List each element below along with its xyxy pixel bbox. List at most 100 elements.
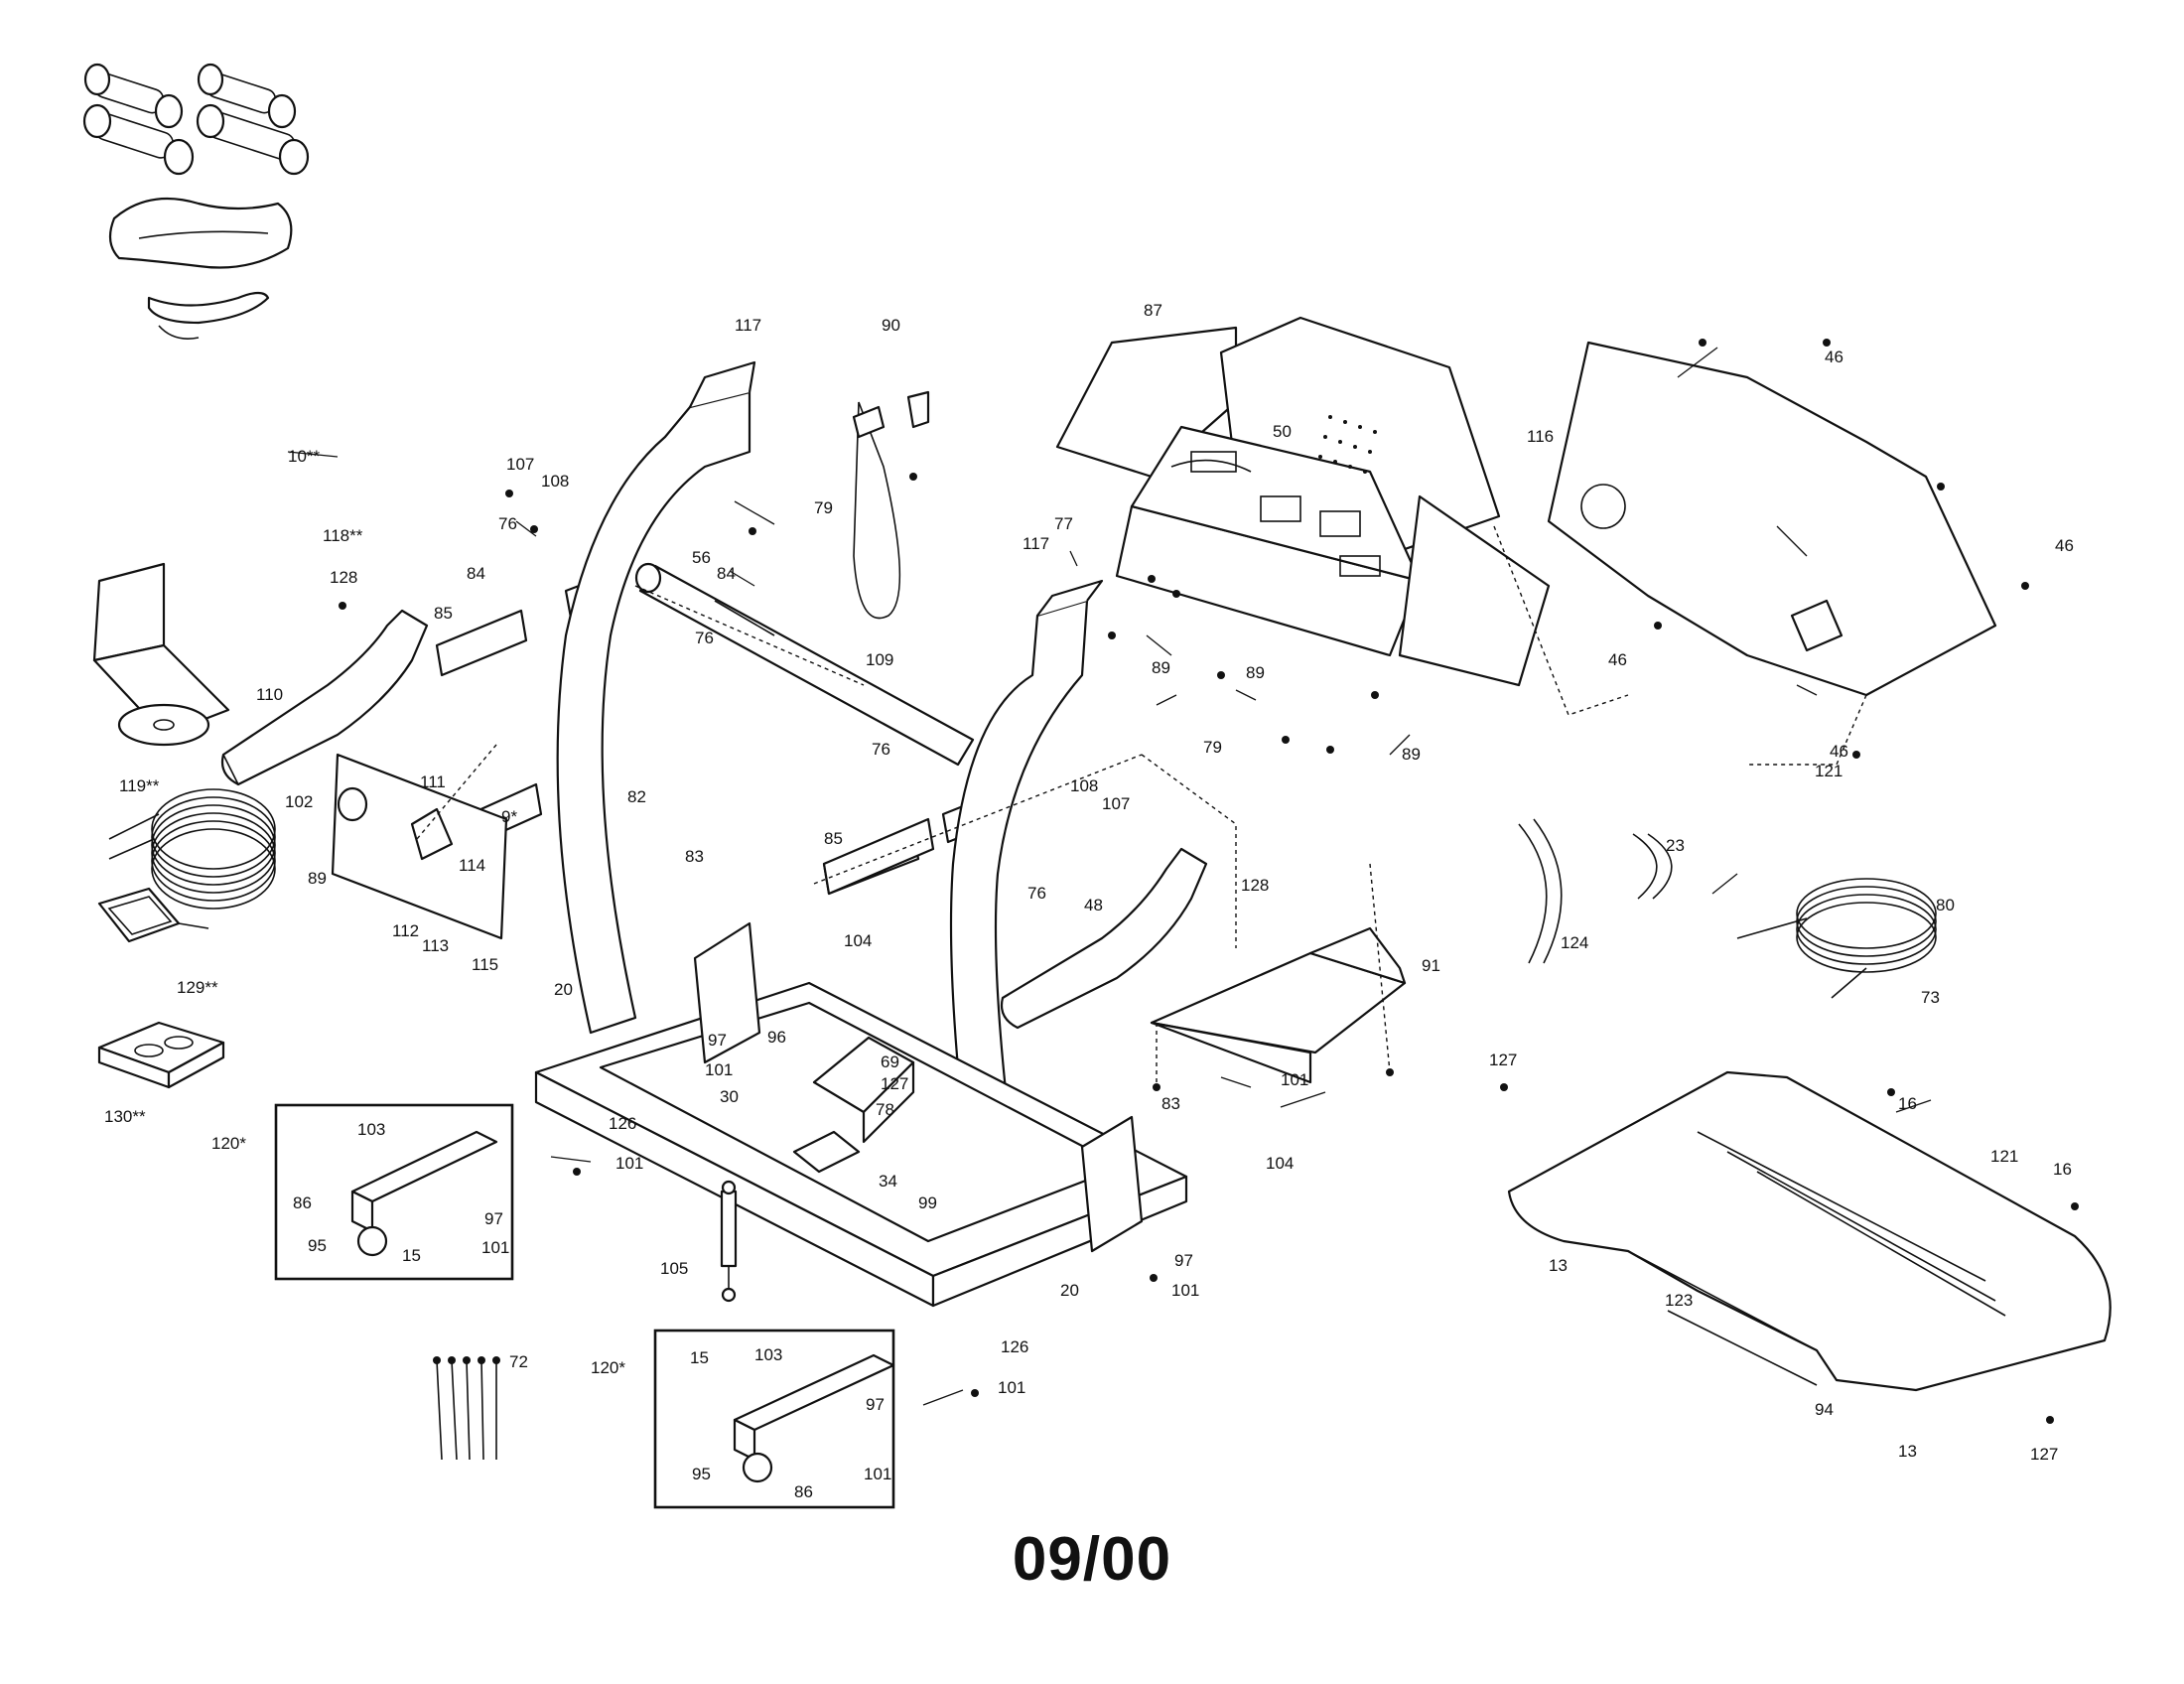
callout-label: 95 <box>308 1236 327 1255</box>
callout-label: 84 <box>717 564 736 583</box>
callout-label: 69 <box>881 1052 899 1071</box>
callout-label: 121 <box>1990 1147 2018 1166</box>
callout-label: 129** <box>177 978 218 997</box>
callout-leader-lines <box>287 347 1932 1406</box>
callout-label: 111 <box>420 772 446 791</box>
callout-label: 128 <box>330 568 357 587</box>
callout-label: 13 <box>1549 1256 1568 1275</box>
callout-label: 127 <box>881 1074 908 1093</box>
callout-label: 128 <box>1241 876 1269 895</box>
callout-label: 9* <box>501 807 517 826</box>
callout-label: 101 <box>481 1238 509 1257</box>
callout-label: 89 <box>1402 745 1421 764</box>
callout-label: 108 <box>541 472 569 491</box>
dumbbells-part-10 <box>82 63 310 176</box>
callout-label: 15 <box>690 1348 709 1367</box>
callout-label: 46 <box>1608 650 1627 669</box>
callout-label: 119** <box>119 776 160 795</box>
callout-label: 77 <box>1054 514 1073 533</box>
callout-label: 101 <box>864 1465 891 1483</box>
callout-label: 113 <box>422 936 449 955</box>
callout-label: 15 <box>402 1246 421 1265</box>
callout-label: 120* <box>591 1358 625 1377</box>
callout-labels: 10** 118** 119** 129** 130** 128 110 107… <box>104 301 2074 1501</box>
callout-label: 97 <box>1174 1251 1193 1270</box>
callout-label: 118** <box>323 526 363 545</box>
hardware-fasteners <box>339 339 2079 1424</box>
callout-label: 117 <box>1023 534 1049 553</box>
callout-label: 103 <box>357 1120 385 1139</box>
assembly-guide-lines <box>416 525 1867 1087</box>
callout-label: 101 <box>1281 1070 1308 1089</box>
callout-label: 108 <box>1070 776 1098 795</box>
callout-label: 86 <box>794 1482 813 1501</box>
callout-label: 72 <box>509 1352 528 1371</box>
callout-label: 89 <box>1246 663 1265 682</box>
chest-strap-part-118 <box>108 197 293 340</box>
cable-ties-part-72 <box>433 1356 500 1461</box>
right-handrail-part-48 <box>1000 847 1208 1030</box>
console-cover-plate-part-9 <box>331 753 508 940</box>
callout-label: 20 <box>1060 1281 1079 1300</box>
callout-label: 104 <box>844 931 872 950</box>
callout-label: 127 <box>2030 1445 2058 1464</box>
date-code: 09/00 <box>1012 1525 1172 1594</box>
callout-label: 112 <box>392 921 419 940</box>
callout-label: 91 <box>1422 956 1440 975</box>
callout-label: 85 <box>824 829 843 848</box>
callout-label: 104 <box>1266 1154 1294 1173</box>
callout-label: 84 <box>467 564 485 583</box>
callout-label: 126 <box>1001 1337 1028 1356</box>
callout-label: 97 <box>484 1209 503 1228</box>
callout-label: 79 <box>814 498 833 517</box>
callout-label: 23 <box>1666 836 1685 855</box>
callout-label: 109 <box>866 650 893 669</box>
callout-label: 115 <box>472 955 498 974</box>
wheel-assembly-box-lower <box>653 1329 895 1509</box>
wheel-assembly-box-upper <box>274 1103 514 1281</box>
left-handrail-part-110 <box>220 609 429 786</box>
callout-label: 46 <box>2055 536 2074 555</box>
front-shield-part-91 <box>1150 926 1407 1084</box>
chest-pulse-cable-part-129 <box>97 788 276 943</box>
callout-label: 76 <box>1027 884 1046 903</box>
callout-label: 127 <box>1489 1051 1517 1069</box>
callout-label: 76 <box>695 629 714 647</box>
callout-label: 101 <box>705 1060 733 1079</box>
callout-label: 101 <box>998 1378 1025 1397</box>
callout-label: 105 <box>660 1259 688 1278</box>
callout-label: 76 <box>498 514 517 533</box>
callout-label: 13 <box>1898 1442 1917 1461</box>
accessory-straps <box>1518 818 1937 999</box>
crossbar-part-109 <box>634 562 975 767</box>
left-upright-part-82 <box>556 360 756 1035</box>
callout-label: 82 <box>627 787 646 806</box>
callout-label: 123 <box>1665 1291 1693 1310</box>
callout-label: 30 <box>720 1087 739 1106</box>
callout-label: 87 <box>1144 301 1162 320</box>
callout-label: 89 <box>1152 658 1170 677</box>
callout-label: 83 <box>1161 1094 1180 1113</box>
callout-label: 95 <box>692 1465 711 1483</box>
callout-label: 102 <box>285 792 313 811</box>
callout-label: 107 <box>1102 794 1130 813</box>
callout-label: 78 <box>876 1100 894 1119</box>
safety-key-part-90 <box>852 390 930 620</box>
callout-label: 20 <box>554 980 573 999</box>
callout-label: 110 <box>256 685 283 704</box>
callout-label: 120* <box>211 1134 246 1153</box>
console-back-part-116 <box>1547 341 1997 697</box>
callout-label: 76 <box>872 740 890 759</box>
callout-label: 56 <box>692 548 711 567</box>
callout-label: 46 <box>1830 742 1848 761</box>
callout-label: 96 <box>767 1028 786 1047</box>
crossbar-receivers <box>435 782 935 896</box>
callout-label: 94 <box>1815 1400 1834 1419</box>
callout-label: 101 <box>615 1154 643 1173</box>
callout-label: 124 <box>1561 933 1588 952</box>
callout-label: 80 <box>1936 896 1955 914</box>
shock-absorber-part-105 <box>720 1180 738 1303</box>
cd-case-part-119 <box>92 562 230 747</box>
callout-label: 117 <box>735 316 761 335</box>
